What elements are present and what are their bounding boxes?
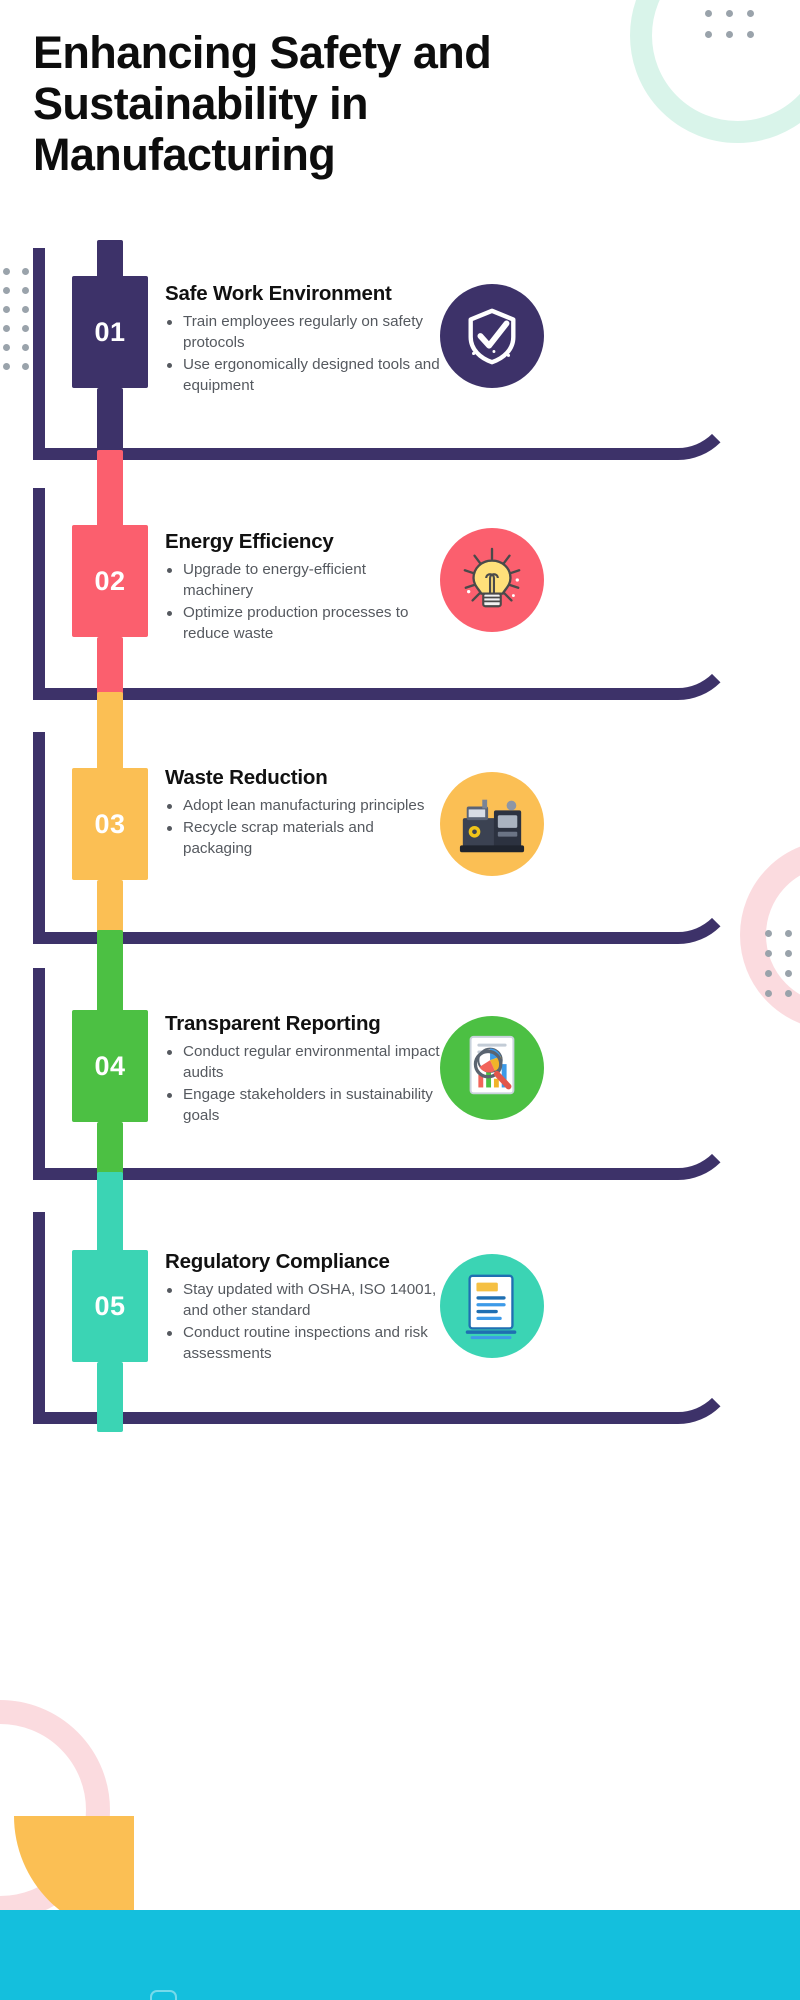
step-number-label: 01 (94, 316, 126, 347)
banner-square-2 (150, 1990, 177, 2000)
step-number-badge: 04 (72, 1010, 148, 1122)
step-bullet-item: Adopt lean manufacturing principles (165, 796, 440, 817)
step-bullet-item: Optimize production processes to reduce … (165, 603, 440, 645)
document-checklist-icon (440, 1254, 544, 1358)
step-bullet-list: Train employees regularly on safety prot… (165, 312, 440, 398)
step-number-label: 04 (94, 1050, 126, 1081)
pink-arc-bottom-decoration (0, 1700, 110, 1920)
step-number-badge: 02 (72, 525, 148, 637)
step-bullet-item: Recycle scrap materials and packaging (165, 818, 440, 860)
step-frame-cap (33, 248, 45, 288)
step-heading: Energy Efficiency (165, 530, 334, 553)
lightbulb-icon (440, 528, 544, 632)
report-analysis-icon (440, 1016, 544, 1120)
step-connector-tail (97, 1362, 123, 1432)
step-frame (33, 488, 738, 700)
dot-grid-right-middle (765, 930, 792, 997)
step-frame (33, 248, 738, 460)
step-bullet-item: Conduct regular environmental impact aud… (165, 1042, 440, 1084)
dot-grid-left (3, 268, 29, 370)
step-bullet-item: Stay updated with OSHA, ISO 14001, and o… (165, 1280, 440, 1322)
step-bullet-item: Engage stakeholders in sustainability go… (165, 1085, 440, 1127)
step-bullet-item: Upgrade to energy-efficient machinery (165, 560, 440, 602)
step-heading: Waste Reduction (165, 766, 328, 789)
step-frame-cap (33, 732, 45, 772)
step-number-badge: 05 (72, 1250, 148, 1362)
step-frame-cap (33, 488, 45, 528)
step-connector-tail (97, 388, 123, 458)
step-frame (33, 968, 738, 1180)
step-number-badge: 01 (72, 276, 148, 388)
step-heading: Regulatory Compliance (165, 1250, 390, 1273)
step-frame-cap (33, 1212, 45, 1252)
step-frame (33, 732, 738, 944)
step-heading: Safe Work Environment (165, 282, 392, 305)
page-title: Enhancing Safety and Sustainability in M… (33, 27, 492, 180)
step-number-badge: 03 (72, 768, 148, 880)
step-number-label: 02 (94, 565, 126, 596)
bottom-banner (0, 1910, 800, 2000)
step-bullet-item: Train employees regularly on safety prot… (165, 312, 440, 354)
step-bullet-item: Conduct routine inspections and risk ass… (165, 1323, 440, 1365)
step-heading: Transparent Reporting (165, 1012, 381, 1035)
machinery-icon (440, 772, 544, 876)
step-frame (33, 1212, 738, 1424)
step-bullet-list: Stay updated with OSHA, ISO 14001, and o… (165, 1280, 440, 1366)
step-bullet-list: Conduct regular environmental impact aud… (165, 1042, 440, 1128)
shield-check-icon (440, 284, 544, 388)
step-number-label: 05 (94, 1290, 126, 1321)
step-number-label: 03 (94, 808, 126, 839)
step-frame-cap (33, 968, 45, 1008)
dot-grid-top-right (705, 10, 754, 38)
step-bullet-item: Use ergonomically designed tools and equ… (165, 355, 440, 397)
